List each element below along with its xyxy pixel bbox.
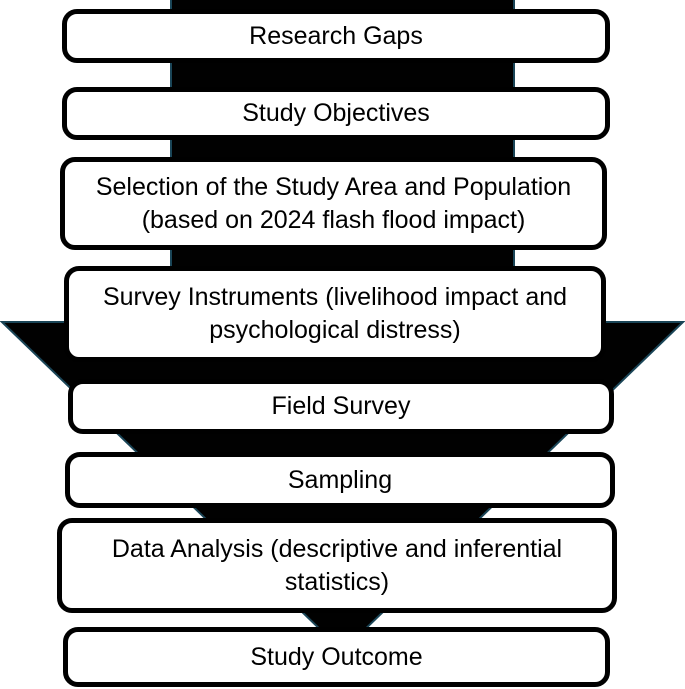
flow-step-label: Research Gaps bbox=[249, 21, 423, 50]
flow-step-study-outcome: Study Outcome bbox=[63, 627, 610, 687]
flow-step-label: Field Survey bbox=[271, 392, 411, 420]
flow-step-label: statistics) bbox=[284, 567, 390, 596]
flow-step-label: Sampling bbox=[287, 465, 393, 494]
flow-step-field-survey: Field Survey bbox=[68, 379, 614, 434]
flow-step-label: Study Objectives bbox=[242, 99, 430, 127]
flow-step-label: Study Outcome bbox=[250, 642, 423, 671]
flow-step-label: Selection of the Study Area and Populati… bbox=[95, 172, 572, 201]
flow-step-sampling: Sampling bbox=[65, 452, 615, 508]
flow-step-study-area-selection: Selection of the Study Area and Populati… bbox=[60, 157, 607, 250]
flow-step-label: Survey Instruments (livelihood impact an… bbox=[102, 283, 568, 311]
flow-step-label: Data Analysis (descriptive and inferenti… bbox=[111, 534, 563, 563]
flow-step-label: psychological distress) bbox=[209, 316, 461, 344]
flow-step-data-analysis: Data Analysis (descriptive and inferenti… bbox=[57, 518, 617, 613]
flow-step-study-objectives: Study Objectives bbox=[62, 87, 610, 140]
flow-step-label: (based on 2024 flash flood impact) bbox=[141, 205, 526, 234]
flow-step-research-gaps: Research Gaps bbox=[62, 9, 610, 63]
flow-step-survey-instruments: Survey Instruments (livelihood impact an… bbox=[64, 266, 606, 362]
